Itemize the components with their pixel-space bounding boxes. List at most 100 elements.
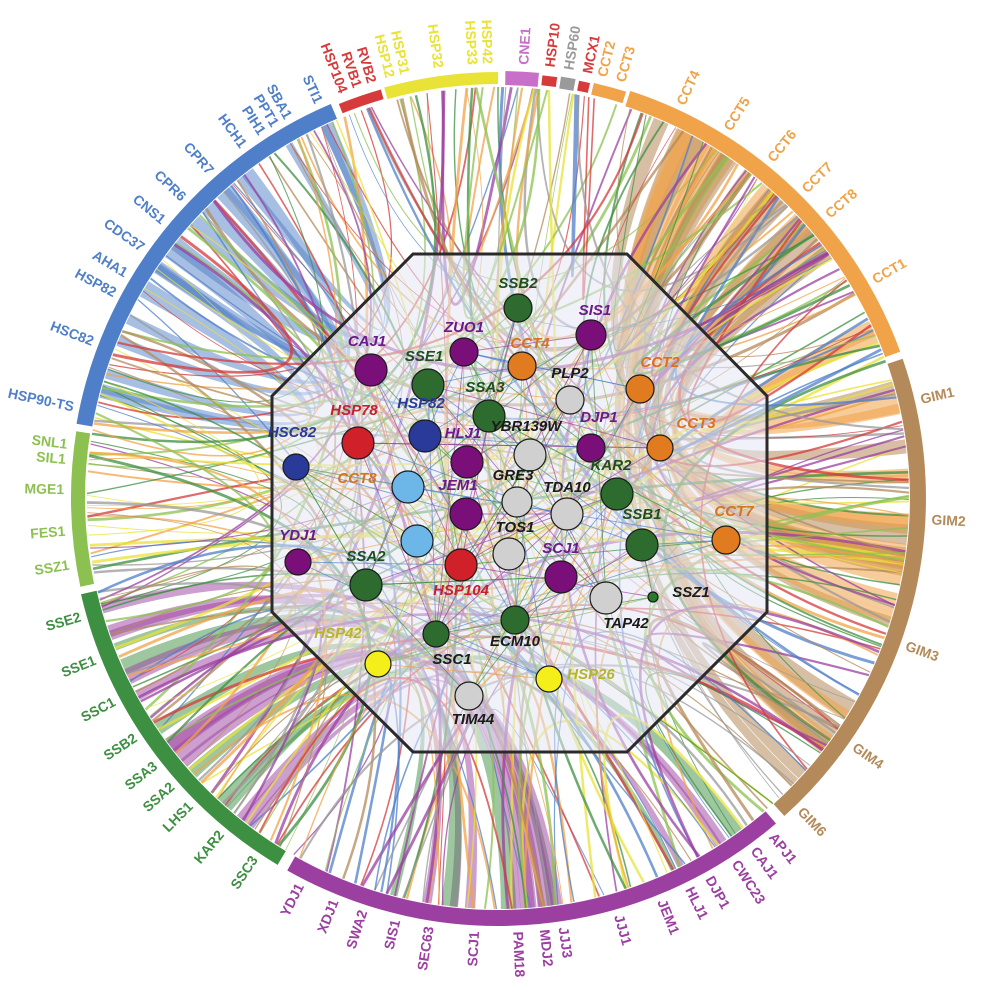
network-edge [435,633,550,680]
network-edge [590,334,643,546]
node-label-hsp78: HSP78 [330,402,378,419]
ring-label-gim3: GIM3 [904,638,942,665]
node-ssc1 [422,620,450,648]
node-label-zuo1: ZUO1 [443,319,484,336]
network-edge [370,369,516,621]
ring-label-cpr6: CPR6 [151,167,189,204]
node-label-hsp42: HSP42 [314,625,362,642]
network-edge [463,334,592,353]
node-label-ssb2: SSB2 [498,275,538,292]
ring-segment-hsp100 [541,75,558,88]
ring-segment-hsp90 [76,104,338,427]
ring-label-sse1: SSE1 [59,652,98,680]
ring-label-pam18: PAM18 [510,931,528,978]
node-label-ybr139w: YBR139W [491,418,564,435]
network-edge [435,461,468,635]
ring-label-snl1: SNL1 [31,432,69,452]
network-edge [521,365,727,541]
ring-segment-hsp70-light [71,431,95,587]
node-label-ssa2: SSA2 [346,548,386,565]
network-edge [517,307,592,449]
network-edge [295,466,408,488]
ring-segment-cct [625,90,901,358]
ring-label-hsp32: HSP32 [425,23,447,69]
ring-label-sse2: SSE2 [44,609,83,634]
network-edge [463,351,592,449]
chord-ribbon [113,605,517,909]
node-label-caj1: CAJ1 [348,333,386,350]
node-sis1 [575,319,607,351]
network-edge [569,399,727,541]
node-label-jem1: JEM1 [438,477,477,494]
ring-label-ssa3: SSA3 [121,758,160,793]
network-edge [297,561,550,680]
ring-label-jem1: JEM1 [654,897,683,937]
node-ydj1 [284,548,312,576]
node-label-tos1: TOS1 [496,519,535,536]
node-ssz1 [647,591,659,603]
network-edge [435,513,568,635]
ring-label-cct6: CCT6 [764,126,800,165]
ring-label-cns1: CNS1 [130,191,169,227]
network-edge [463,351,607,599]
node-cct3 [646,434,674,462]
network-edge [514,493,618,621]
node-unlabeled [391,470,425,504]
node-label-hsp82: HSP82 [397,395,445,412]
ring-label-cct1: CCT1 [869,255,909,287]
node-unlabeled [400,524,434,558]
node-hsp78 [341,426,375,460]
node-plp2 [555,385,585,415]
ring-label-mcx1: MCX1 [579,33,603,75]
ring-label-swa2: SWA2 [343,908,371,951]
node-label-djp1: DJP1 [580,409,618,426]
ring-label-cne1: CNE1 [515,27,533,65]
ring-label-sis1: SIS1 [381,918,404,951]
node-ssb2 [503,293,533,323]
network-edge [427,384,571,401]
node-kar2 [600,477,634,511]
ring-label-gim4: GIM4 [850,739,887,772]
node-hsp26 [535,665,563,693]
ring-label-kar2: KAR2 [190,827,227,867]
ring-segment-hsp100 [338,89,384,114]
node-label-gre3: GRE3 [493,467,535,484]
ring-label-hsp33: HSP33 [462,20,481,65]
ring-label-fes1: FES1 [30,523,66,542]
ring-label-cpr7: CPR7 [181,139,218,178]
node-label-ssz1: SSZ1 [672,584,710,601]
node-ecm10 [500,605,530,635]
network-edge [466,461,510,555]
chord-ribbon [120,613,557,907]
network-edge [357,442,643,546]
ring-label-ssa2: SSA2 [139,778,177,814]
node-label-cct4: CCT4 [510,335,550,352]
ring-label-sil1: SIL1 [36,448,67,467]
node-label-tda10: TDA10 [543,479,591,496]
ring-label-hsp42: HSP42 [479,20,496,65]
network-edge [463,351,641,390]
node-label-ssa3: SSA3 [465,379,505,396]
network-edge [521,365,568,515]
node-hsp82 [408,419,442,453]
chord-line [112,235,294,374]
ring-segment-hsp70 [81,590,286,865]
network-edge [488,415,727,541]
network-edge [357,442,437,635]
ring-label-sti1: STI1 [300,72,327,106]
node-tim44 [454,681,484,711]
node-label-sse1: SSE1 [405,348,443,365]
node-cct2 [625,374,655,404]
ring-label-cct8: CCT8 [822,185,860,221]
node-cct7 [711,525,741,555]
node-label-tap42: TAP42 [603,615,649,632]
ring-label-gim6: GIM6 [795,804,830,840]
ring-segment-hsp40 [287,811,776,926]
node-caj1 [354,353,388,387]
ring-label-cct4: CCT4 [673,67,703,107]
ring-label-cct5: CCT5 [720,94,753,134]
node-ssa3 [472,399,506,433]
node-hsp104 [444,548,478,582]
ring-segment-hsp100 [577,80,591,93]
network-edge [370,369,462,566]
